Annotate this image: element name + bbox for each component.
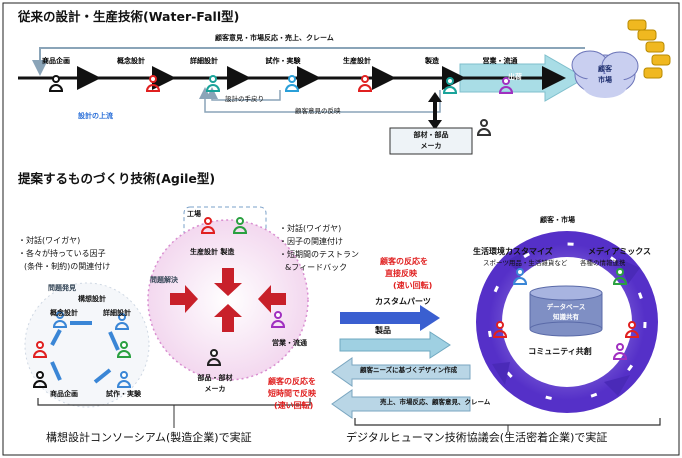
- short-time-label-3: (速い回転): [274, 401, 314, 410]
- right-note-3: ・短期間のテストラン: [279, 250, 359, 259]
- person-icon: [513, 268, 527, 286]
- needs-design-label: 顧客ニーズに基づくデザイン作成: [360, 366, 458, 374]
- person-icon: [613, 343, 627, 361]
- factory-label: 工場: [187, 210, 201, 218]
- right-caption: デジタルヒューマン技術協議会(生活密着企業)で実証: [346, 431, 608, 444]
- fast-response-label-2: 直接反映: [385, 269, 417, 278]
- problem-discovery-label: 問題発見: [48, 284, 76, 292]
- supplier-label-2: メーカ: [420, 142, 442, 150]
- person-icon: [146, 75, 160, 93]
- market-cloud-label-1: 顧客: [598, 65, 612, 73]
- customization-label: 生活環境カスタマイズ: [473, 247, 553, 256]
- feedback-arrow: [331, 389, 471, 419]
- agile-core-circle: [147, 219, 309, 381]
- product-arrow: [339, 331, 451, 359]
- left-note-2: ・各々が持っている因子: [18, 249, 106, 258]
- person-icon: [117, 341, 131, 359]
- custom-parts-label: カスタムパーツ: [375, 297, 431, 306]
- person-icon: [271, 311, 285, 329]
- parts-supplier-label-1: 部品・部材: [197, 374, 233, 382]
- person-icon: [33, 371, 47, 389]
- right-note-2: ・因子の関連付け: [279, 237, 343, 246]
- person-icon: [625, 321, 639, 339]
- customization-sub-label: スポーツ用品・生活雑貨など: [483, 259, 568, 267]
- person-icon: [285, 75, 299, 93]
- agile-title: 提案するものづくり技術(Agile型): [18, 171, 216, 186]
- convergence-arrows: [170, 268, 286, 332]
- person-icon: [477, 119, 491, 137]
- short-time-label-1: 顧客の反応を: [268, 377, 316, 386]
- database-label-1: データベース: [546, 303, 586, 311]
- step-sales-distribution: 営業・流通: [482, 57, 518, 65]
- person-icon: [358, 75, 372, 93]
- feedback-items-label: 売上、市場反応、顧客意見、クレーム: [380, 398, 491, 406]
- person-icon: [613, 268, 627, 286]
- concept-design-label: 構想設計: [78, 295, 106, 303]
- person-icon: [33, 341, 47, 359]
- right-bracket: [354, 418, 661, 426]
- step-production-design: 生産設計: [343, 57, 371, 65]
- customer-market-cloud: [571, 50, 639, 98]
- supplier-box: [389, 127, 473, 155]
- step-prototype-test: 試作・実験: [265, 57, 301, 65]
- left-note-3: (条件・制約)の関連付け: [24, 262, 111, 271]
- rework-label-2: 顧客意見の反映: [295, 107, 341, 115]
- market-cloud-label-2: 市場: [598, 76, 612, 84]
- rework-label-1: 設計の手戻り: [225, 95, 264, 103]
- problem-solving-label: 問題解決: [150, 276, 178, 284]
- prototype-test-label: 試作・実験: [106, 390, 141, 398]
- supplier-label-1: 部材・部品: [413, 131, 449, 139]
- person-icon: [201, 217, 215, 235]
- product-planning-label: 商品企画: [50, 390, 78, 398]
- short-time-label-2: 短時間で反映: [268, 389, 316, 398]
- person-icon: [233, 217, 247, 235]
- design-upstream-label: 設計の上流: [78, 112, 113, 120]
- parts-supplier-label-2: メーカ: [204, 385, 226, 393]
- step-product-planning: 商品企画: [42, 57, 70, 65]
- fast-response-label-3: (速い回転): [393, 281, 433, 290]
- right-note-1: ・対話(ワイガヤ): [279, 224, 342, 233]
- community-cycle: [476, 231, 658, 413]
- outline-design-label: 概念設計: [50, 309, 78, 317]
- database-icon: [529, 285, 603, 337]
- product-label: 製品: [375, 326, 391, 335]
- person-icon: [117, 371, 131, 389]
- custom-parts-arrow: [340, 305, 440, 331]
- factory-roles-label: 生産設計 製造: [190, 248, 235, 256]
- community-label: コミュニティ共創: [528, 347, 592, 356]
- person-icon: [443, 77, 457, 95]
- design-cycle-arrows: [50, 321, 120, 384]
- left-caption: 構想設計コンソーシアム(製造企業)で実証: [46, 431, 252, 444]
- person-icon: [115, 313, 129, 331]
- left-note-1: ・対話(ワイガヤ): [18, 236, 81, 245]
- step-manufacturing: 製造: [425, 57, 439, 65]
- feedback-line: [32, 47, 585, 76]
- step-detailed-design: 詳細設計: [190, 57, 218, 65]
- right-note-4: &フィードバック: [285, 263, 348, 272]
- person-icon: [493, 321, 507, 339]
- coins-icon: [627, 19, 671, 79]
- detailed-design-label: 詳細設計: [103, 309, 131, 317]
- delivery-label: 出荷: [508, 73, 522, 81]
- step-outline-design: 概念設計: [117, 57, 145, 65]
- person-icon: [499, 77, 513, 95]
- media-mix-sub-label: 各種の情報連携: [580, 259, 626, 267]
- person-icon: [207, 349, 221, 367]
- database-label-2: 知識共有: [553, 313, 579, 321]
- feedback-label: 顧客意見・市場反応・売上、クレーム: [215, 34, 334, 42]
- sales-distribution-label: 営業・流通: [272, 339, 307, 347]
- person-icon: [49, 75, 63, 93]
- waterfall-title: 従来の設計・生産技術(Water-Fall型): [18, 9, 240, 24]
- person-icon: [53, 311, 67, 329]
- customer-market-label: 顧客・市場: [540, 216, 575, 224]
- needs-arrow: [331, 357, 471, 387]
- person-icon: [206, 75, 220, 93]
- media-mix-label: メディアミックス: [588, 247, 652, 256]
- fast-response-label-1: 顧客の反応を: [380, 257, 428, 266]
